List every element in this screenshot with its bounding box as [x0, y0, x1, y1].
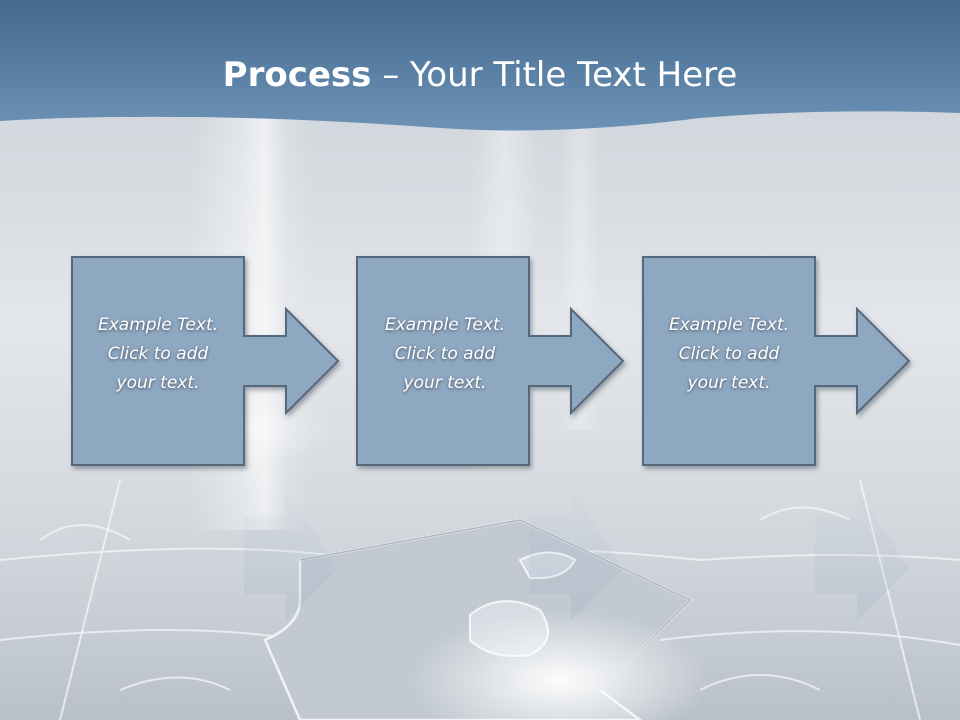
process-step-2-text[interactable]: Example Text. Click to add your text.: [359, 311, 531, 398]
process-step-3-text[interactable]: Example Text. Click to add your text.: [643, 311, 815, 398]
step-2-line-2: Click to add: [394, 344, 496, 364]
step-3-line-1: Example Text.: [668, 315, 790, 335]
process-step-2-arrow[interactable]: [356, 256, 625, 621]
process-step-3-arrow[interactable]: [642, 256, 911, 621]
step-2-line-1: Example Text.: [384, 315, 506, 335]
title-band: [0, 0, 960, 131]
title-text: Your Title Text Here: [410, 55, 738, 95]
process-step-1-text[interactable]: Example Text. Click to add your text.: [72, 311, 244, 398]
title-separator: –: [371, 55, 411, 95]
step-3-line-2: Click to add: [678, 344, 780, 364]
step-1-line-3: your text.: [116, 373, 200, 393]
slide-title[interactable]: Process – Your Title Text Here: [0, 52, 960, 98]
process-step-1-arrow[interactable]: [71, 256, 340, 621]
title-bold: Process: [222, 55, 372, 95]
step-1-line-2: Click to add: [107, 344, 209, 364]
step-1-line-1: Example Text.: [97, 315, 219, 335]
step-3-line-3: your text.: [687, 373, 771, 393]
step-2-line-3: your text.: [403, 373, 487, 393]
